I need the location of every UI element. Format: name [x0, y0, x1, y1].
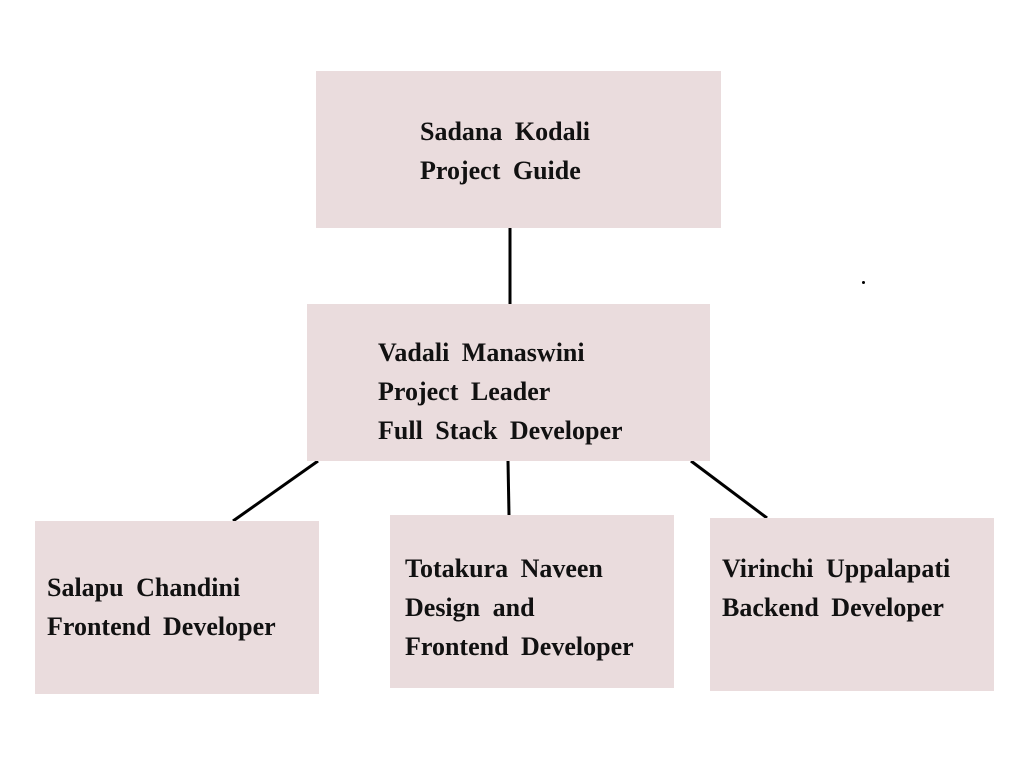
member-name: Salapu Chandini	[47, 573, 241, 602]
member-name: Virinchi Uppalapati	[722, 554, 951, 583]
member-role: Frontend Developer	[47, 612, 276, 641]
frontend-developer-box: Salapu Chandini Frontend Developer	[35, 521, 319, 694]
member-role: Backend Developer	[722, 593, 944, 622]
project-leader-name: Vadali Manaswini	[378, 338, 585, 367]
connector-leader-to-frontend	[232, 459, 319, 523]
project-guide-role: Project Guide	[420, 156, 581, 185]
project-leader-box: Vadali Manaswini Project Leader Full Sta…	[307, 304, 710, 461]
member-role: Design and	[405, 593, 535, 622]
connector-leader-to-backend	[690, 459, 768, 520]
connector-leader-to-design	[506, 460, 511, 516]
stray-dot-mark	[862, 281, 865, 284]
member-name: Totakura Naveen	[405, 554, 603, 583]
project-leader-role: Project Leader	[378, 377, 551, 406]
project-guide-name: Sadana Kodali	[420, 117, 591, 146]
backend-developer-box: Virinchi Uppalapati Backend Developer	[710, 518, 994, 691]
design-frontend-developer-box: Totakura Naveen Design and Frontend Deve…	[390, 515, 674, 688]
member-role-secondary: Frontend Developer	[405, 632, 634, 661]
project-leader-role-secondary: Full Stack Developer	[378, 416, 623, 445]
project-guide-box: Sadana Kodali Project Guide	[316, 71, 721, 228]
